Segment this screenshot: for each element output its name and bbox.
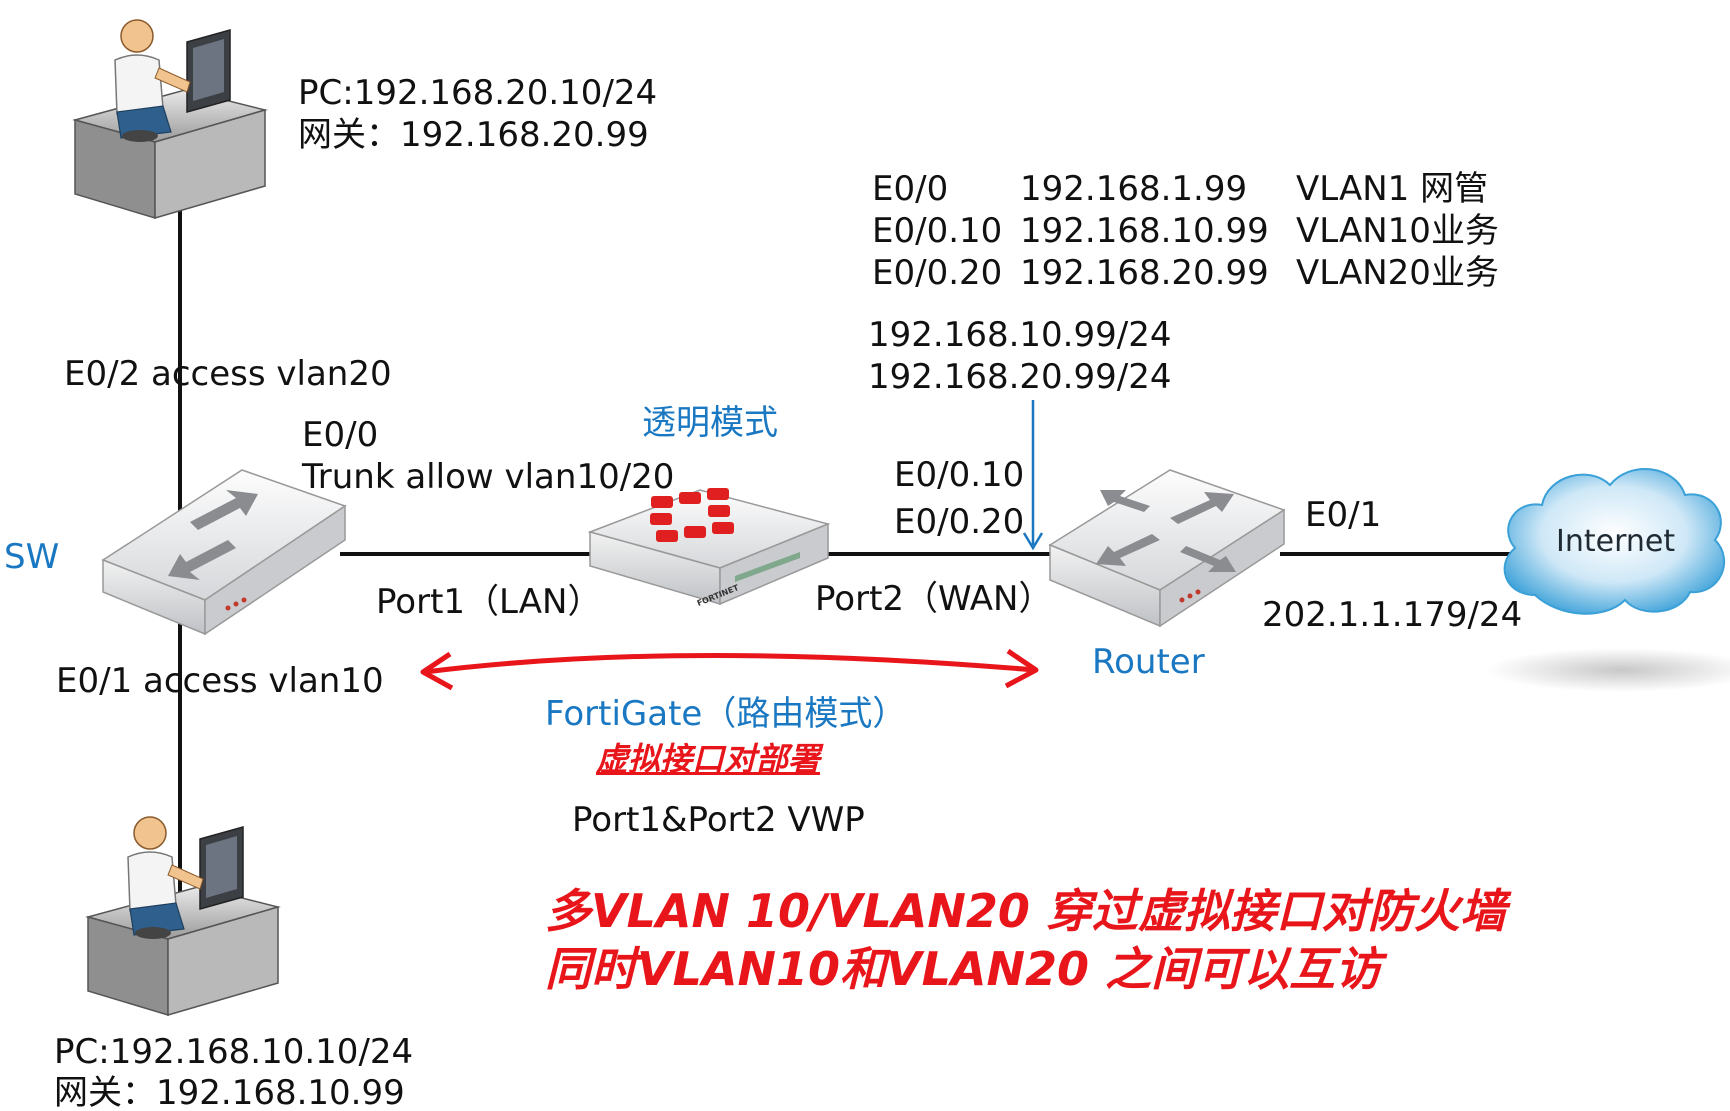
pc-top-workstation-icon: [72, 19, 268, 220]
pc-bottom-ip-label: PC:192.168.10.10/24: [54, 1032, 414, 1072]
vwp-deployment-title: 虚拟接口对部署: [596, 740, 821, 778]
pc-top-gateway-label: 网关：192.168.20.99: [298, 115, 649, 155]
summary-line-2: 同时VLAN10和VLAN20 之间可以互访: [545, 942, 1382, 996]
vwp-span-double-arrow: [420, 648, 1039, 691]
fortigate-firewall-icon: [587, 488, 831, 606]
switch-port-e02-label: E0/2 access vlan20: [64, 354, 392, 394]
router-wan-ip-label: 202.1.1.179/24: [1262, 595, 1523, 635]
switch-trunk-label: Trunk allow vlan10/20: [302, 457, 675, 497]
router-ip-b-label: 192.168.20.99/24: [868, 357, 1172, 397]
subif-row-0-iface: E0/0: [872, 169, 949, 209]
firewall-port1-label: Port1（LAN）: [376, 582, 602, 622]
fortigate-product-label: FortiGate（路由模式）: [545, 694, 907, 734]
subinterface-pointer-arrow: [1022, 400, 1044, 551]
router-wan-port-label: E0/1: [1305, 495, 1382, 535]
summary-line-1: 多VLAN 10/VLAN20 穿过虚拟接口对防火墙: [545, 884, 1506, 938]
subif-row-0-ip: 192.168.1.99: [1020, 169, 1248, 209]
router-icon: [1048, 469, 1286, 628]
firewall-mode-label: 透明模式: [642, 403, 778, 443]
router-name-label: Router: [1092, 642, 1205, 682]
subif-row-2-ip: 192.168.20.99: [1020, 253, 1269, 293]
pc-bottom-workstation-icon: [85, 816, 281, 1017]
subif-row-1-iface: E0/0.10: [872, 211, 1003, 251]
switch-port-e01-label: E0/1 access vlan10: [56, 661, 384, 701]
switch-port-e00-label: E0/0: [302, 415, 379, 455]
subif-row-1-desc: VLAN10业务: [1296, 211, 1499, 251]
subif-row-0-desc: VLAN1 网管: [1296, 169, 1489, 209]
pc-top-ip-label: PC:192.168.20.10/24: [298, 73, 658, 113]
cloud-icon: [1487, 468, 1730, 692]
switch-name-label: SW: [4, 537, 60, 577]
vwp-label: Port1&Port2 VWP: [572, 800, 865, 840]
subif-row-1-ip: 192.168.10.99: [1020, 211, 1269, 251]
subif-row-2-iface: E0/0.20: [872, 253, 1003, 293]
firewall-port2-label: Port2（WAN）: [815, 579, 1053, 619]
subif-row-2-desc: VLAN20业务: [1296, 253, 1499, 293]
internet-label: Internet: [1556, 524, 1676, 559]
router-subif-b-label: E0/0.20: [894, 502, 1025, 542]
switch-icon: [101, 469, 347, 636]
pc-bottom-gateway-label: 网关：192.168.10.99: [54, 1073, 405, 1111]
router-subif-a-label: E0/0.10: [894, 455, 1025, 495]
router-ip-a-label: 192.168.10.99/24: [868, 315, 1172, 355]
